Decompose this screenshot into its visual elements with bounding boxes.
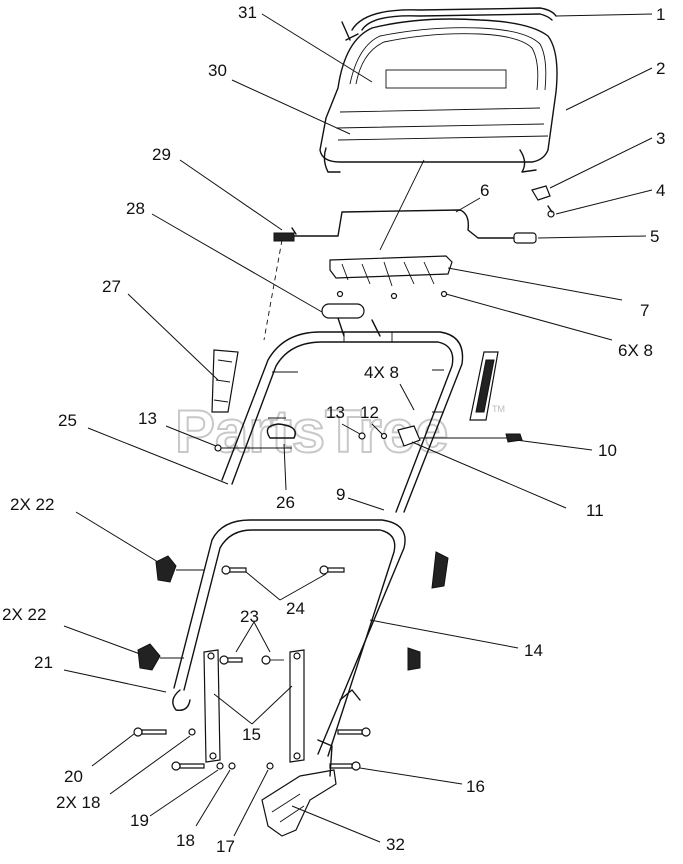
watermark-tm: TM <box>492 404 505 414</box>
callout-28: 28 <box>126 199 145 218</box>
callout-31: 31 <box>238 3 257 22</box>
callout-11: 11 <box>586 501 604 520</box>
callout-25: 25 <box>58 411 77 430</box>
callout-12: 12 <box>360 403 379 422</box>
leader-lines <box>63 13 653 843</box>
callout-2x18: 2X 18 <box>56 793 100 812</box>
callout-14: 14 <box>524 641 543 660</box>
part-cable-tie <box>214 423 296 452</box>
callout-13-right: 13 <box>326 403 345 422</box>
dashed-leader-29 <box>263 239 283 341</box>
part-cable-guides <box>211 349 499 421</box>
callout-18: 18 <box>176 831 195 850</box>
callout-15: 15 <box>242 725 261 744</box>
callout-3: 3 <box>656 129 665 148</box>
part-mower-deck-bracket <box>261 739 337 837</box>
part-handle-grip <box>321 303 381 337</box>
callout-1: 1 <box>656 5 665 24</box>
callout-4: 4 <box>656 181 665 200</box>
callout-4x8: 4X 8 <box>364 363 399 382</box>
callout-17: 17 <box>216 837 235 856</box>
callout-6x8: 6X 8 <box>618 341 653 360</box>
callout-9: 9 <box>336 485 345 504</box>
part-grass-bag <box>319 18 558 173</box>
part-control-panel <box>329 255 453 300</box>
part-height-links <box>203 649 305 763</box>
callout-7: 7 <box>640 301 649 320</box>
part-throttle-cable <box>273 209 537 244</box>
callout-32: 32 <box>386 835 405 854</box>
part-knobs <box>137 551 449 671</box>
callout-6: 6 <box>480 181 489 200</box>
part-bolts <box>219 565 345 665</box>
callout-27: 27 <box>102 277 121 296</box>
callout-30: 30 <box>208 61 227 80</box>
callout-13-left: 13 <box>138 409 157 428</box>
part-bag-frame-wire <box>341 7 557 41</box>
callout-2x22-lower: 2X 22 <box>2 605 46 624</box>
part-lower-handle <box>172 519 406 757</box>
part-lower-hardware <box>133 727 371 771</box>
callout-labels: 1 2 3 4 5 6 7 6X 8 4X 8 9 10 11 12 13 13… <box>2 3 665 856</box>
callout-19: 19 <box>130 811 149 830</box>
callout-21: 21 <box>34 653 53 672</box>
callout-20: 20 <box>64 767 83 786</box>
part-upper-handle <box>221 331 464 513</box>
callout-23: 23 <box>240 607 259 626</box>
callout-10: 10 <box>598 441 617 460</box>
part-bag-clip-and-screw <box>531 185 555 218</box>
callout-2: 2 <box>656 59 665 78</box>
callout-16: 16 <box>466 777 485 796</box>
leader-bag-to-panel <box>379 159 425 251</box>
callout-24: 24 <box>286 599 305 618</box>
callout-29: 29 <box>152 145 171 164</box>
callout-2x22-upper: 2X 22 <box>10 495 54 514</box>
callout-5: 5 <box>650 227 659 246</box>
callout-26: 26 <box>276 493 295 512</box>
